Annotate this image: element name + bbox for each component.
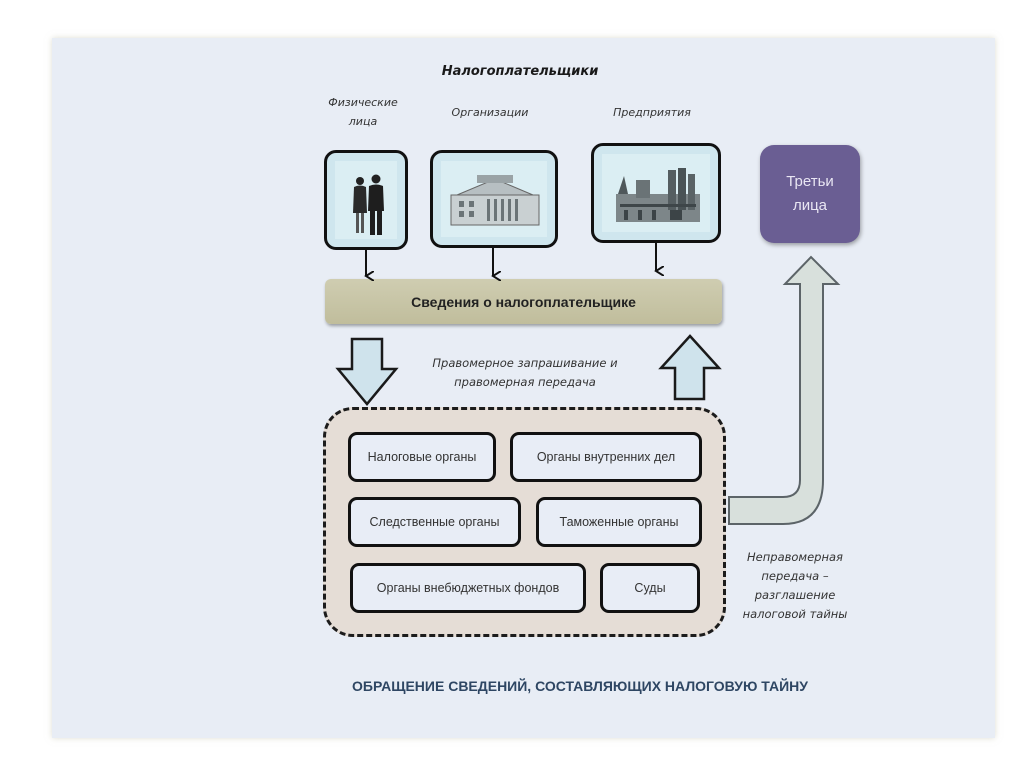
unlawful-transfer-line4: налоговой тайны xyxy=(742,607,848,621)
lawful-exchange-caption: Правомерное запрашивание и правомерная п… xyxy=(405,354,645,392)
people-icon xyxy=(353,174,384,235)
lawful-exchange-line1: Правомерное запрашивание и xyxy=(432,356,618,370)
authority-tax: Налоговые органы xyxy=(348,432,496,482)
factory-icon xyxy=(616,168,700,222)
unlawful-transfer-caption: Неправомерная передача – разглашение нал… xyxy=(730,548,860,624)
third-parties-line2: лица xyxy=(792,197,828,214)
enterprises-box xyxy=(591,143,721,243)
taxpayers-heading: Налогоплательщики xyxy=(441,64,599,79)
bent-arrow-to-third-parties-icon xyxy=(728,255,841,525)
third-parties-line1: Третьи xyxy=(786,173,834,190)
caption-individuals-line1: Физические xyxy=(328,96,398,109)
authority-investigative: Следственные органы xyxy=(348,497,521,547)
taxpayer-info-bar: Сведения о налогоплательщике xyxy=(325,279,722,324)
caption-enterprises: Предприятия xyxy=(613,106,691,119)
lawful-exchange-line2: правомерная передача xyxy=(454,375,596,389)
caption-individuals-line2: лица xyxy=(348,115,378,128)
caption-organizations: Организации xyxy=(451,106,529,119)
authority-courts: Суды xyxy=(600,563,700,613)
block-arrow-up-icon xyxy=(658,334,722,401)
unlawful-transfer-line1: Неправомерная xyxy=(747,550,843,564)
individuals-box xyxy=(324,150,408,250)
third-parties-box: Третьи лица xyxy=(760,145,860,243)
authority-customs: Таможенные органы xyxy=(536,497,702,547)
diagram-footer-title: ОБРАЩЕНИЕ СВЕДЕНИЙ, СОСТАВЛЯЮЩИХ НАЛОГОВ… xyxy=(352,678,808,694)
organizations-box xyxy=(430,150,558,248)
unlawful-transfer-line3: разглашение xyxy=(754,588,836,602)
authority-extrabudgetary-funds: Органы внебюджетных фондов xyxy=(350,563,586,613)
authority-internal-affairs: Органы внутренних дел xyxy=(510,432,702,482)
building-icon xyxy=(450,175,540,226)
unlawful-transfer-line2: передача – xyxy=(761,569,829,583)
caption-individuals: Физические лица xyxy=(318,93,408,131)
block-arrow-down-icon xyxy=(335,337,399,406)
